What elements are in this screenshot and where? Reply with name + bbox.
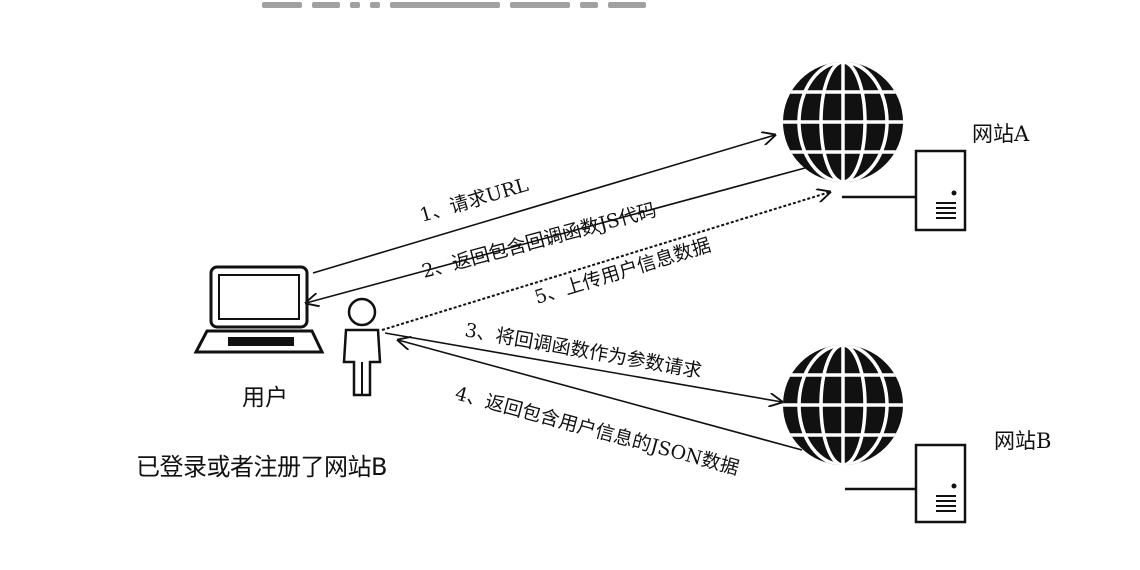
globe-icon-b	[783, 345, 903, 465]
step-4-label: 4、返回包含用户信息的JSON数据	[453, 383, 742, 480]
step-1-label: 1、请求URL	[417, 174, 531, 227]
arrow-step-1	[312, 135, 775, 274]
site-b-label: 网站B	[994, 429, 1052, 453]
user-label: 用户	[242, 385, 288, 411]
login-note: 已登录或者注册了网站B	[136, 453, 387, 481]
laptop-icon	[193, 265, 325, 354]
cropped-title-remnant	[262, 0, 822, 10]
server-icon-a	[842, 149, 967, 232]
arrow-step-4	[398, 340, 803, 451]
server-icon-b	[845, 443, 967, 524]
arrow-step-5	[381, 192, 830, 331]
step-3-label: 3、将回调函数作为参数请求	[463, 319, 703, 382]
site-a-label: 网站A	[972, 122, 1030, 146]
arrow-step-3	[384, 332, 782, 402]
person-icon	[342, 297, 382, 397]
arrow-step-2	[306, 167, 806, 303]
globe-icon-a	[783, 62, 903, 182]
